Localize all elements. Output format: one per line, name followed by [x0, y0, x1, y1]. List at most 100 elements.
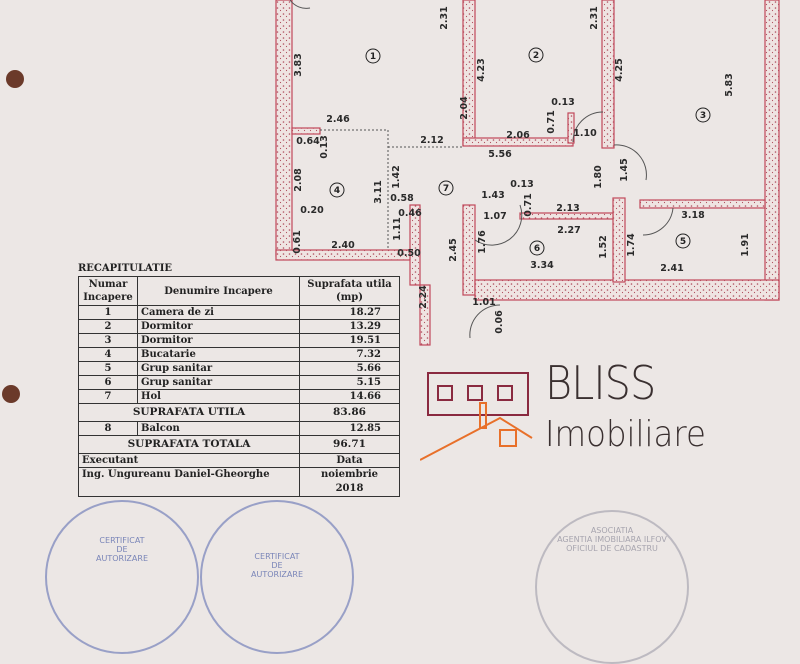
room-number: 5: [680, 237, 686, 247]
total-value: 96.71: [299, 435, 400, 454]
stamp-text: DE: [116, 545, 128, 554]
row-name: Grup sanitar: [137, 375, 300, 390]
useful-label: SUPRAFATA UTILA: [78, 403, 300, 422]
dimension-label: 2.46: [326, 114, 350, 125]
dimension-label: 1.11: [392, 217, 403, 240]
dimension-label: 4.25: [614, 58, 625, 81]
dimension-label: 2.45: [448, 238, 459, 261]
room-number: 6: [534, 244, 540, 254]
row-num: 3: [78, 333, 138, 348]
row-num: 7: [78, 389, 138, 404]
bliss-logo: [420, 372, 533, 461]
date-year: 2018: [335, 483, 364, 494]
watermark-imobiliare: Imobiliare: [545, 414, 706, 455]
punch-hole: [6, 70, 24, 88]
dimension-label: 2.31: [439, 6, 450, 29]
row-area: 19.51: [299, 333, 400, 348]
row-name: Dormitor: [137, 319, 300, 334]
header-area: Suprafata utila (mp): [299, 276, 400, 306]
dimension-label: 0.13: [551, 97, 574, 108]
stamp-text: AUTORIZARE: [96, 554, 148, 563]
total-label: SUPRAFATA TOTALA: [78, 435, 300, 454]
dimension-label: 0.71: [546, 110, 557, 133]
row-area: 5.15: [299, 375, 400, 390]
row-area: 13.29: [299, 319, 400, 334]
dimension-label: 1.42: [391, 165, 402, 188]
dimension-label: 3.18: [681, 210, 705, 221]
dimension-label: 1.07: [483, 211, 506, 222]
dimension-label: 3.83: [293, 53, 304, 76]
dimension-label: 4.23: [476, 58, 487, 81]
dimension-label: 0.58: [390, 193, 414, 204]
row-name: Hol: [137, 389, 300, 404]
header-num: Numar Incapere: [78, 276, 138, 306]
table-title: RECAPITULATIE: [78, 263, 172, 274]
row-area: 18.27: [299, 305, 400, 320]
dimension-label: 1.76: [477, 230, 488, 254]
dimension-label: 2.41: [660, 263, 683, 274]
date-month: noiembrie: [320, 469, 379, 480]
dimension-label: 2.40: [331, 240, 355, 251]
dimension-label: 1.80: [593, 165, 604, 189]
dimension-label: 3.11: [373, 180, 384, 203]
watermark-bliss: BLISS: [545, 356, 656, 410]
dimension-label: 1.45: [619, 158, 630, 181]
row-name: Grup sanitar: [137, 361, 300, 376]
dimension-label: 0.50: [397, 248, 421, 259]
stamp-text: ASOCIATIA: [590, 526, 634, 535]
room-numbers: 1 2 3 4 5 6 7: [329, 47, 711, 256]
dimension-label: 2.24: [418, 285, 429, 309]
stamp-text: AUTORIZARE: [251, 570, 303, 579]
executant-name: Ing. Ungureanu Daniel-Gheorghe: [78, 467, 300, 497]
dimension-label: 1.43: [481, 190, 504, 201]
stamp-text: AGENTIA IMOBILIARA ILFOV: [557, 535, 667, 544]
row-name: Bucatarie: [137, 347, 300, 362]
dimension-label: 0.20: [300, 205, 324, 216]
dimension-label: 5.56: [488, 149, 512, 160]
dimension-label: 1.01: [472, 297, 495, 308]
row-name: Dormitor: [137, 333, 300, 348]
dimension-label: 2.06: [506, 130, 530, 141]
dimension-label: 2.12: [420, 135, 443, 146]
row-num: 4: [78, 347, 138, 362]
room-number: 1: [370, 52, 376, 62]
stamp-text: OFICIUL DE CADASTRU: [566, 544, 658, 553]
dimension-label: 0.71: [523, 193, 534, 216]
row-num: 8: [78, 421, 138, 436]
dimension-label: 0.64: [296, 136, 320, 147]
dimension-label: 2.13: [556, 203, 579, 214]
useful-value: 83.86: [299, 403, 400, 422]
dimension-label: 2.08: [293, 168, 304, 192]
row-num: 5: [78, 361, 138, 376]
walls: [275, 0, 780, 346]
dimension-label: 0.13: [510, 179, 533, 190]
row-name: Balcon: [137, 421, 300, 436]
dimension-label: 0.46: [398, 208, 422, 219]
executant-label: Executant: [78, 453, 300, 468]
stamp-text: DE: [271, 561, 283, 570]
dimension-label: 0.13: [319, 135, 330, 158]
dimension-label: 1.52: [598, 235, 609, 258]
row-area: 14.66: [299, 389, 400, 404]
dimension-label: 2.27: [557, 225, 580, 236]
dimension-label: 5.83: [724, 73, 735, 96]
dimension-label: 2.04: [459, 96, 470, 120]
dimension-label: 2.31: [589, 6, 600, 29]
room-number: 7: [443, 184, 449, 194]
dimension-label: 1.91: [740, 233, 751, 256]
row-name: Camera de zi: [137, 305, 300, 320]
stamp-text: CERTIFICAT: [254, 552, 300, 561]
row-num: 6: [78, 375, 138, 390]
door-swings: [289, 0, 674, 339]
row-num: 1: [78, 305, 138, 320]
row-num: 2: [78, 319, 138, 334]
row-area: 12.85: [299, 421, 400, 436]
